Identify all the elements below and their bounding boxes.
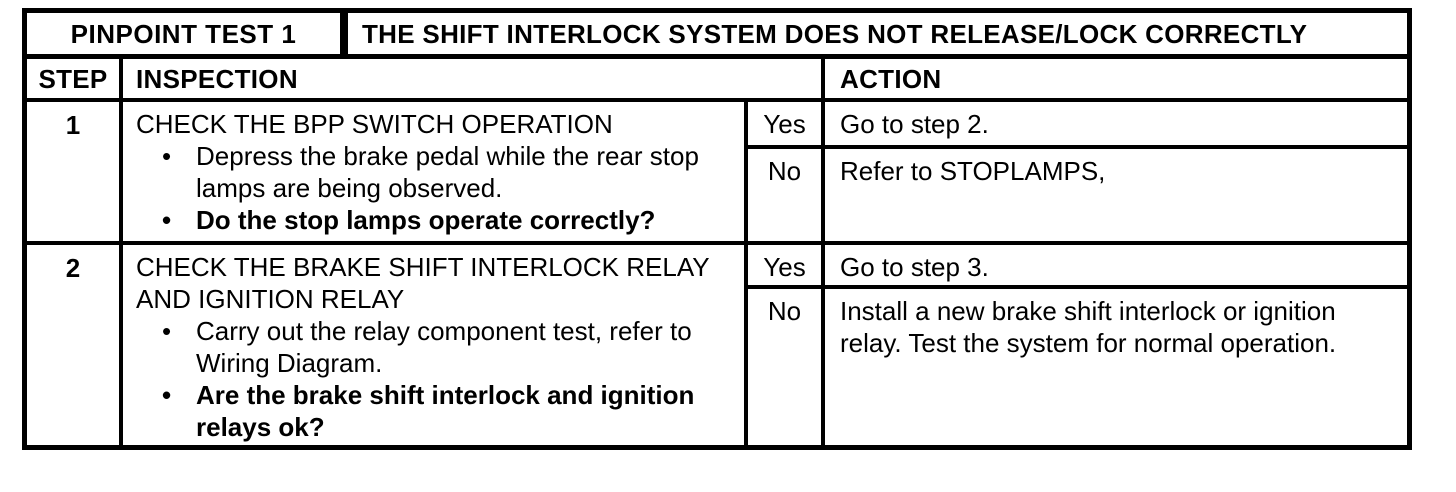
answer-row-no: No Refer to STOPLAMPS, xyxy=(748,149,1407,241)
bullet-icon: • xyxy=(162,380,172,410)
bullet-icon: • xyxy=(162,205,172,235)
inspection-bullet-item: • Are the brake shift interlock and igni… xyxy=(136,379,738,443)
bullet-text: Carry out the relay component test, refe… xyxy=(196,316,692,378)
action-text: Install a new brake shift interlock or i… xyxy=(840,296,1337,358)
table-title-row: PINPOINT TEST 1 THE SHIFT INTERLOCK SYST… xyxy=(27,13,1407,59)
step-number: 1 xyxy=(27,102,123,241)
step-number: 2 xyxy=(27,245,123,445)
step-column-header: STEP xyxy=(27,59,123,98)
answer-row-yes: Yes Go to step 3. xyxy=(748,245,1407,289)
bullet-icon: • xyxy=(162,316,172,346)
column-header-row: STEP INSPECTION ACTION xyxy=(27,59,1407,102)
action-text: Go to step 2. xyxy=(840,109,989,139)
inspection-bullet-item: • Do the stop lamps operate correctly? xyxy=(136,204,738,236)
action-text: Go to step 3. xyxy=(840,252,989,282)
inspection-cell: CHECK THE BPP SWITCH OPERATION • Depress… xyxy=(123,102,748,241)
action-column-header: ACTION xyxy=(840,63,942,94)
answers-column: Yes Go to step 2. No Refer to STOPLAMPS, xyxy=(748,102,1407,241)
test-description: THE SHIFT INTERLOCK SYSTEM DOES NOT RELE… xyxy=(362,18,1308,49)
answers-column: Yes Go to step 3. No Install a new brake… xyxy=(748,245,1407,445)
pinpoint-test-table: PINPOINT TEST 1 THE SHIFT INTERLOCK SYST… xyxy=(22,8,1412,450)
answer-row-no: No Install a new brake shift interlock o… xyxy=(748,289,1407,445)
no-label: No xyxy=(748,289,825,445)
inspection-column-header: INSPECTION xyxy=(123,59,825,98)
no-label: No xyxy=(748,149,825,241)
yes-label: Yes xyxy=(748,245,825,285)
action-text: Refer to STOPLAMPS, xyxy=(840,156,1106,186)
bullet-question-text: Are the brake shift interlock and igniti… xyxy=(196,380,695,442)
inspection-heading: CHECK THE BPP SWITCH OPERATION xyxy=(136,109,613,139)
answer-row-yes: Yes Go to step 2. xyxy=(748,102,1407,149)
bullet-question-text: Do the stop lamps operate correctly? xyxy=(196,205,656,235)
inspection-bullet-item: • Carry out the relay component test, re… xyxy=(136,315,738,379)
table-row-step-1: 1 CHECK THE BPP SWITCH OPERATION • Depre… xyxy=(27,102,1407,245)
pinpoint-test-label: PINPOINT TEST 1 xyxy=(27,13,348,54)
bullet-text: Depress the brake pedal while the rear s… xyxy=(196,141,699,203)
inspection-heading: CHECK THE BRAKE SHIFT INTERLOCK RELAY AN… xyxy=(136,252,710,314)
inspection-bullet-item: • Depress the brake pedal while the rear… xyxy=(136,140,738,204)
bullet-icon: • xyxy=(162,141,172,171)
table-row-step-2: 2 CHECK THE BRAKE SHIFT INTERLOCK RELAY … xyxy=(27,245,1407,445)
inspection-cell: CHECK THE BRAKE SHIFT INTERLOCK RELAY AN… xyxy=(123,245,748,445)
yes-label: Yes xyxy=(748,102,825,145)
